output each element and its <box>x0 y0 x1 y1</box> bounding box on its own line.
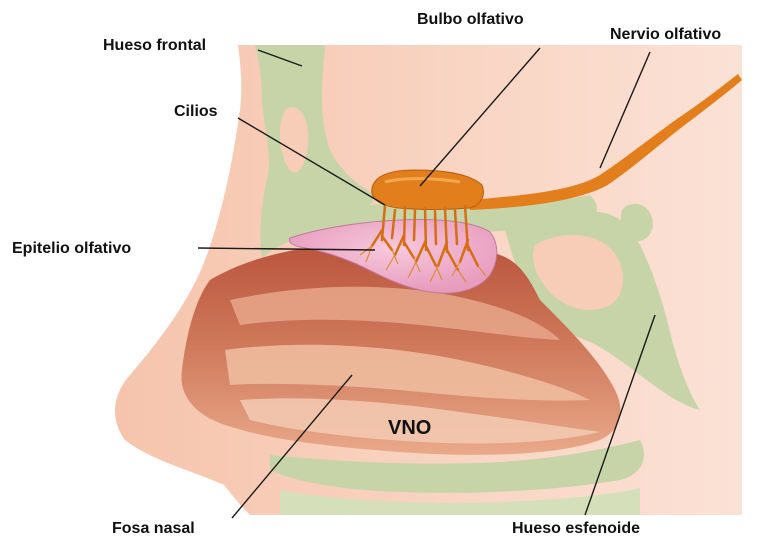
label-nervio-olfativo: Nervio olfativo <box>610 27 721 43</box>
label-cilios: Cilios <box>174 104 218 120</box>
label-vno: VNO <box>388 418 431 438</box>
label-hueso-frontal: Hueso frontal <box>103 38 206 54</box>
label-hueso-esfenoide: Hueso esfenoide <box>512 521 640 537</box>
label-epitelio-olfativo: Epitelio olfativo <box>12 241 131 257</box>
label-fosa-nasal: Fosa nasal <box>112 521 195 537</box>
label-bulbo-olfativo: Bulbo olfativo <box>417 12 524 28</box>
